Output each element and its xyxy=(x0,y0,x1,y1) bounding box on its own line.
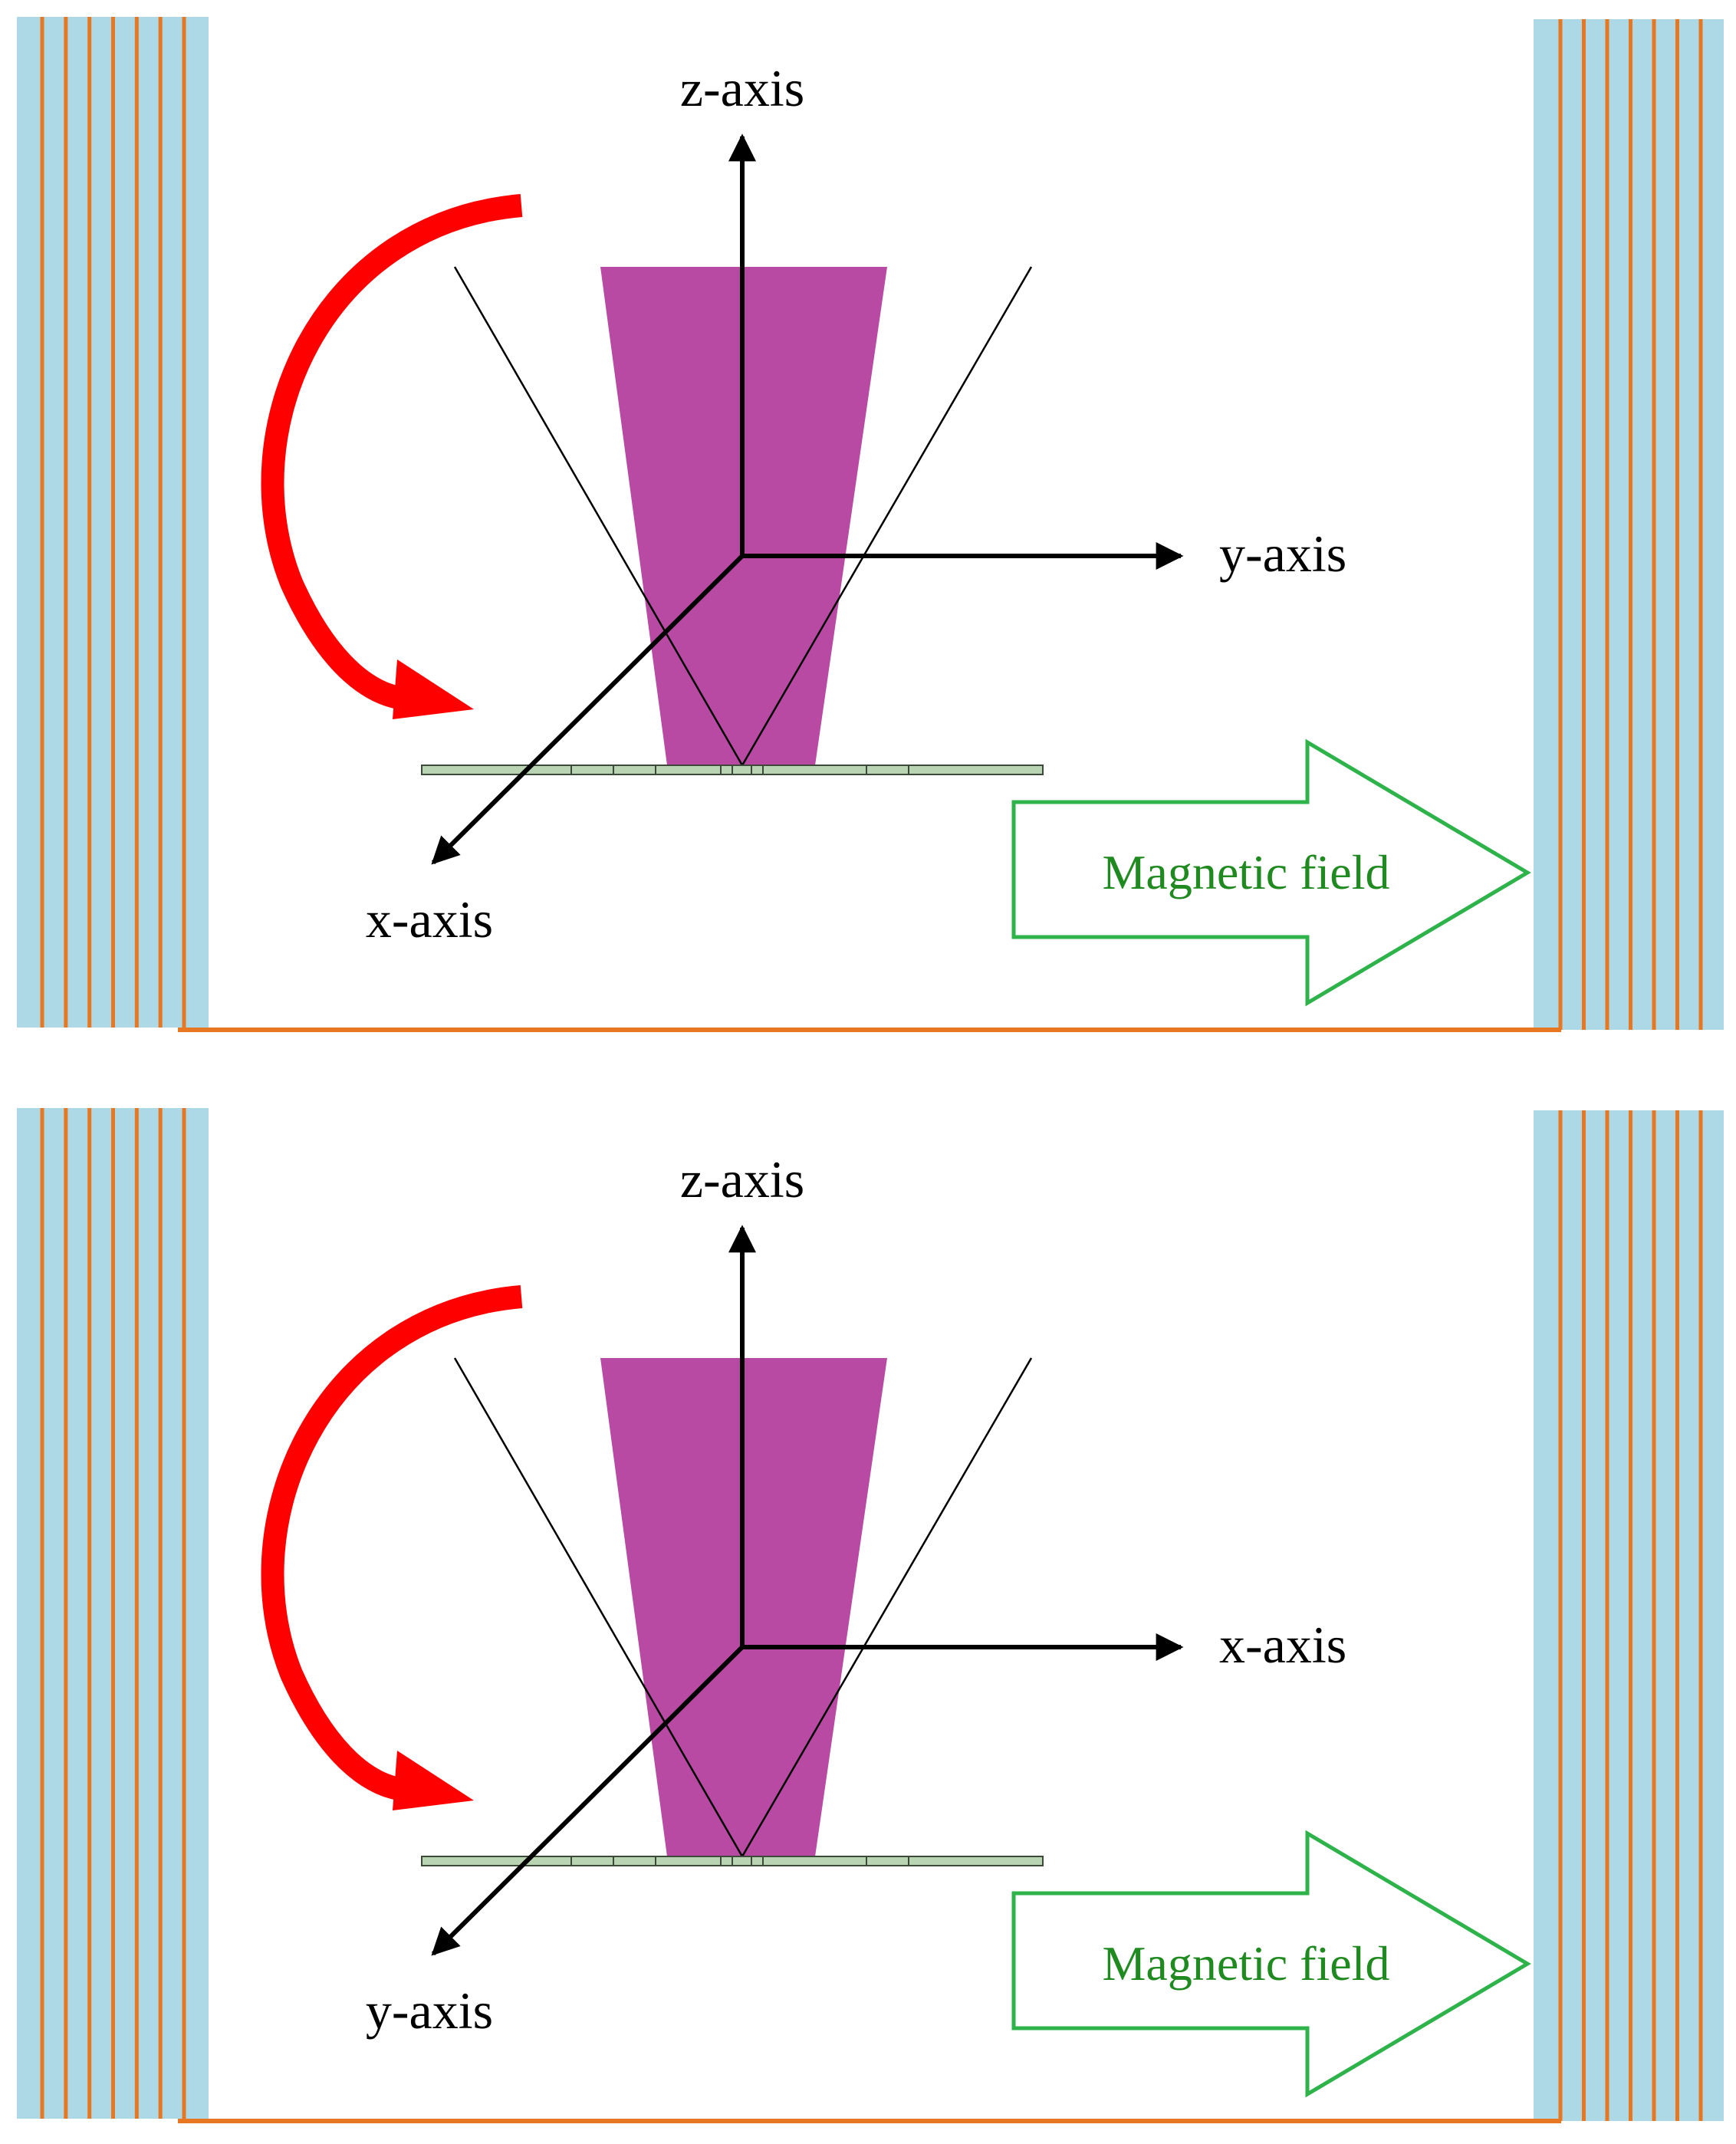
v-line-right xyxy=(741,1357,1033,1857)
diagonal-axis-arrow xyxy=(431,1645,745,1956)
v-line-right xyxy=(741,266,1033,766)
panel-bottom: z-axis x-axis y-axis Magnetic field xyxy=(17,1108,1724,2123)
magnetic-field-label: Magnetic field xyxy=(1103,1936,1390,1991)
connecting-wire xyxy=(178,1028,1561,1032)
sample-plate xyxy=(421,765,1044,775)
curved-rotation-arrow-icon xyxy=(261,194,523,719)
horizontal-axis-label: x-axis xyxy=(1219,1616,1346,1674)
diagonal-axis-label: x-axis xyxy=(366,890,493,949)
z-axis-label: z-axis xyxy=(680,1150,804,1208)
horizontal-axis-label: y-axis xyxy=(1219,524,1346,583)
block-arrow-right-icon: Magnetic field xyxy=(1011,738,1531,1007)
diagonal-axis-arrow xyxy=(431,554,745,865)
magnetic-field-label: Magnetic field xyxy=(1103,845,1390,899)
sample-plate xyxy=(421,1856,1044,1866)
left-coil xyxy=(17,17,209,1028)
v-line-left xyxy=(453,266,744,766)
connecting-wire xyxy=(178,2119,1561,2123)
block-arrow-right-icon: Magnetic field xyxy=(1011,1830,1531,2098)
right-coil xyxy=(1534,19,1724,1030)
right-coil xyxy=(1534,1110,1724,2121)
z-axis-label: z-axis xyxy=(680,59,804,117)
v-line-left xyxy=(453,1357,744,1857)
panel-top: z-axis y-axis x-axis Magnetic field xyxy=(17,17,1724,1032)
diagonal-axis-label: y-axis xyxy=(366,1981,493,2040)
left-coil xyxy=(17,1108,209,2119)
curved-rotation-arrow-icon xyxy=(261,1285,523,1810)
